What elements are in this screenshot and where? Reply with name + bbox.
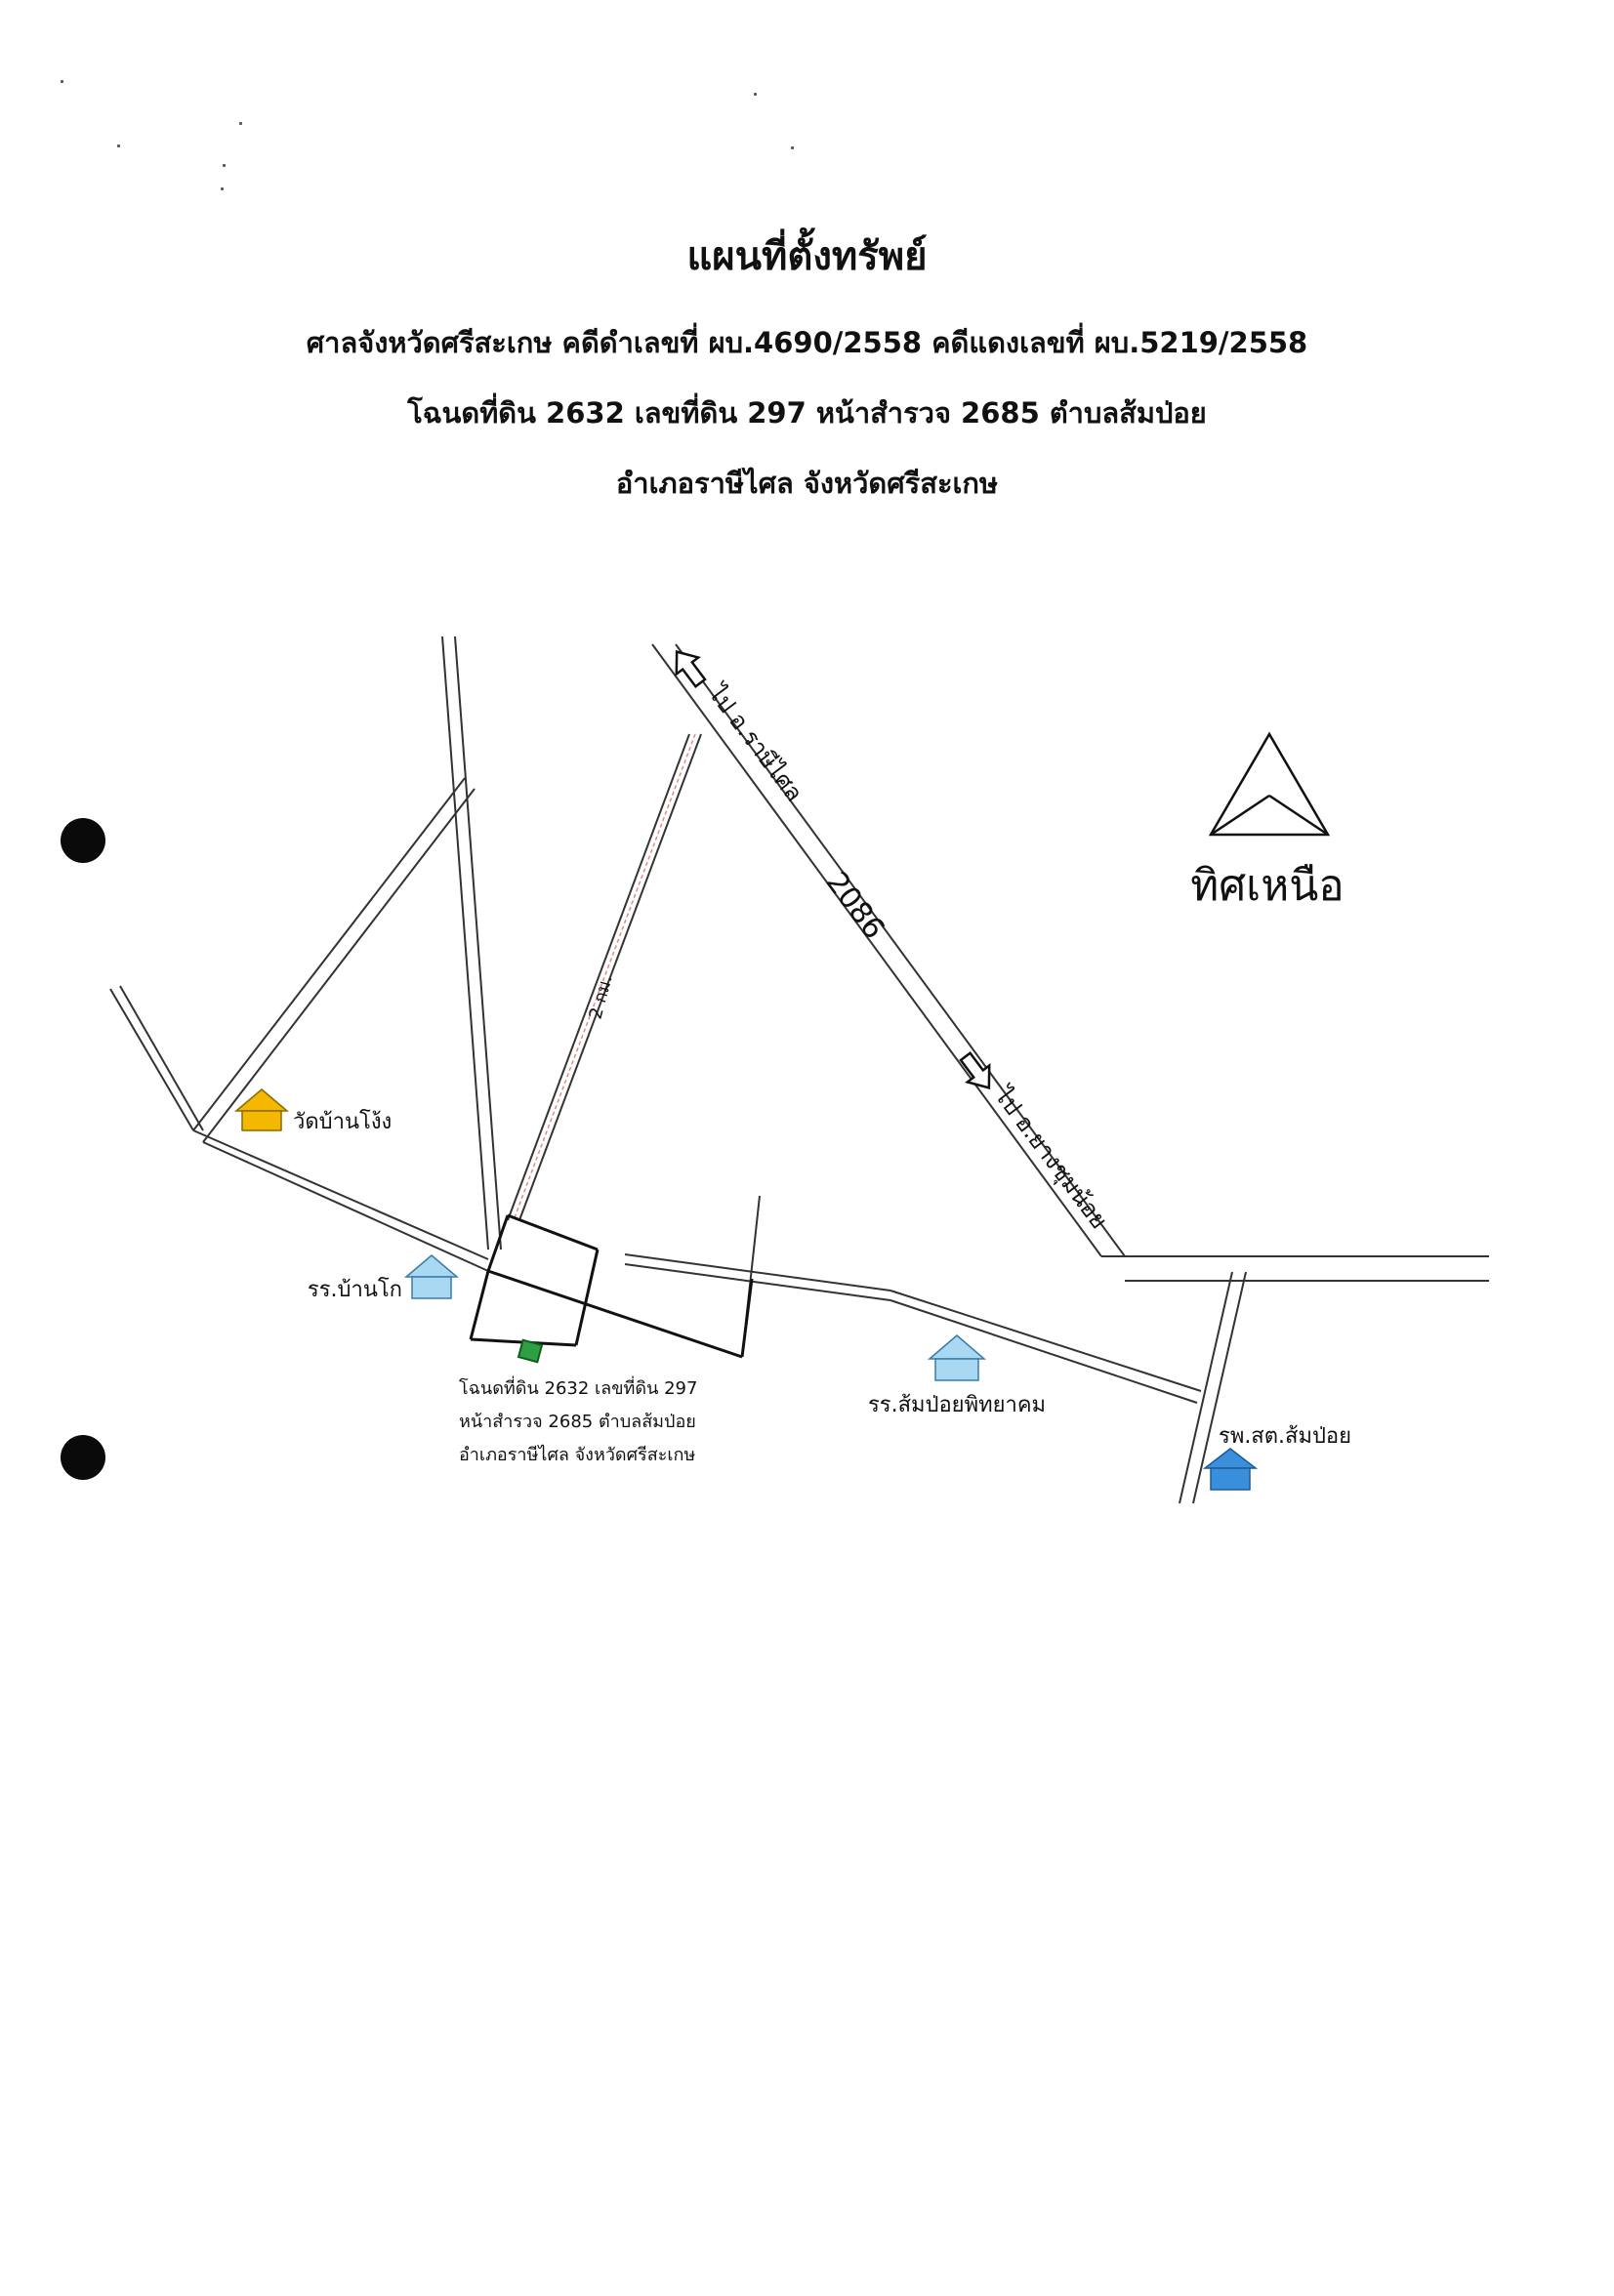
scan-speck xyxy=(61,80,63,83)
to-yang-chum-noi-label: ไป อ.ยางชุมน้อย xyxy=(987,1081,1113,1234)
parcel-grid xyxy=(469,1213,754,1359)
school-ban-ko-label: รร.บ้านโก xyxy=(308,1277,402,1302)
road-west xyxy=(109,985,489,1272)
scan-speck xyxy=(239,122,242,125)
arrow-up-icon xyxy=(675,650,707,688)
highway-number-label: 2086 xyxy=(819,866,891,946)
punch-hole-top xyxy=(61,818,105,863)
school-sompoi-label: รร.ส้มป่อยพิทยาคม xyxy=(868,1393,1046,1417)
temple-label: วัดบ้านโง้ง xyxy=(293,1109,392,1134)
north-label: ทิศเหนือ xyxy=(1190,861,1344,911)
to-rasi-salai-label: ไป อ.ราษีไศล xyxy=(702,678,808,806)
document-header: แผนที่ตั้งทรัพย์ ศาลจังหวัดศรีสะเกษ คดีด… xyxy=(0,225,1614,531)
scan-speck xyxy=(223,164,226,167)
scan-speck xyxy=(754,93,757,96)
temple-icon xyxy=(233,1088,290,1131)
punch-hole-bottom xyxy=(61,1435,105,1480)
map-title: แผนที่ตั้งทรัพย์ xyxy=(686,234,928,279)
distance-label: 2 กม. xyxy=(586,973,617,1022)
property-caption-line1: โฉนดที่ดิน 2632 เลขที่ดิน 297 xyxy=(459,1375,697,1399)
road-2km-redline xyxy=(513,733,696,1221)
road-north-left xyxy=(441,636,502,1250)
property-caption-line2: หน้าสำรวจ 2685 ตำบลส้มป่อย xyxy=(459,1412,696,1432)
arrow-down-icon xyxy=(959,1051,991,1089)
property-marker xyxy=(517,1338,544,1364)
case-info-line: ศาลจังหวัดศรีสะเกษ คดีดำเลขที่ ผบ.4690/2… xyxy=(306,326,1308,359)
scan-speck xyxy=(221,187,224,190)
north-arrow-icon xyxy=(1208,731,1331,837)
location-info-line: อำเภอราษีไศล จังหวัดศรีสะเกษ xyxy=(615,467,999,500)
scan-speck xyxy=(117,144,120,147)
deed-info-line: โฉนดที่ดิน 2632 เลขที่ดิน 297 หน้าสำรวจ … xyxy=(407,396,1207,430)
road-temple-diagonal xyxy=(192,777,476,1143)
road-health-center xyxy=(1179,1271,1247,1504)
highway-2086 xyxy=(651,643,1489,1282)
school-sompoi-icon xyxy=(927,1334,987,1381)
health-center-icon xyxy=(1202,1448,1259,1491)
road-2km xyxy=(507,733,702,1221)
road-east xyxy=(624,1195,1202,1404)
scan-speck xyxy=(791,146,794,149)
school-ban-ko-icon xyxy=(403,1254,460,1299)
health-center-label: รพ.สต.ส้มป่อย xyxy=(1219,1424,1351,1449)
property-caption-line3: อำเภอราษีไศล จังหวัดศรีสะเกษ xyxy=(459,1444,695,1465)
